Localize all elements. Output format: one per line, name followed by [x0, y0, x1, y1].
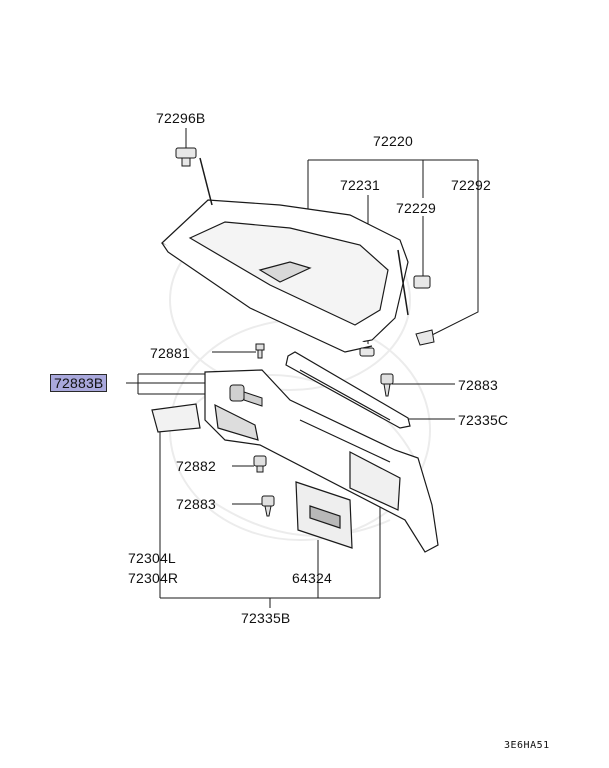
- label-72229[interactable]: 72229: [396, 200, 436, 216]
- label-72882[interactable]: 72882: [176, 458, 216, 474]
- clip-72229: [413, 275, 431, 289]
- clip-72296B: [175, 147, 197, 167]
- label-72881[interactable]: 72881: [150, 345, 190, 361]
- label-72304L[interactable]: 72304L: [128, 550, 176, 566]
- trim-strip-72335C: [285, 351, 411, 429]
- label-72231[interactable]: 72231: [340, 177, 380, 193]
- parcel-shelf-72220: [161, 199, 409, 353]
- diagram-code: 3E6HA51: [504, 740, 550, 751]
- screw-72881: [255, 343, 265, 359]
- label-64324[interactable]: 64324: [292, 570, 332, 586]
- clip-72883-left: [261, 495, 275, 517]
- label-72335C[interactable]: 72335C: [458, 412, 509, 428]
- label-72296B[interactable]: 72296B: [156, 110, 206, 126]
- clip-72231: [359, 347, 375, 357]
- cap-72304: [151, 403, 201, 433]
- label-72883-right[interactable]: 72883: [458, 377, 498, 393]
- clip-72882: [253, 455, 267, 473]
- trim-panel-72335B: [204, 369, 439, 553]
- label-72304R[interactable]: 72304R: [128, 570, 179, 586]
- label-72335B[interactable]: 72335B: [241, 610, 291, 626]
- clip-72883-right: [380, 373, 394, 397]
- label-72883B-highlighted[interactable]: 72883B: [50, 374, 108, 392]
- label-72220[interactable]: 72220: [373, 133, 413, 149]
- label-72883-left[interactable]: 72883: [176, 496, 216, 512]
- label-72292[interactable]: 72292: [451, 177, 491, 193]
- grille-64324: [295, 481, 353, 549]
- shelf-string: [199, 157, 409, 316]
- clip-72292: [415, 329, 435, 346]
- fastener-72883B: [229, 384, 263, 407]
